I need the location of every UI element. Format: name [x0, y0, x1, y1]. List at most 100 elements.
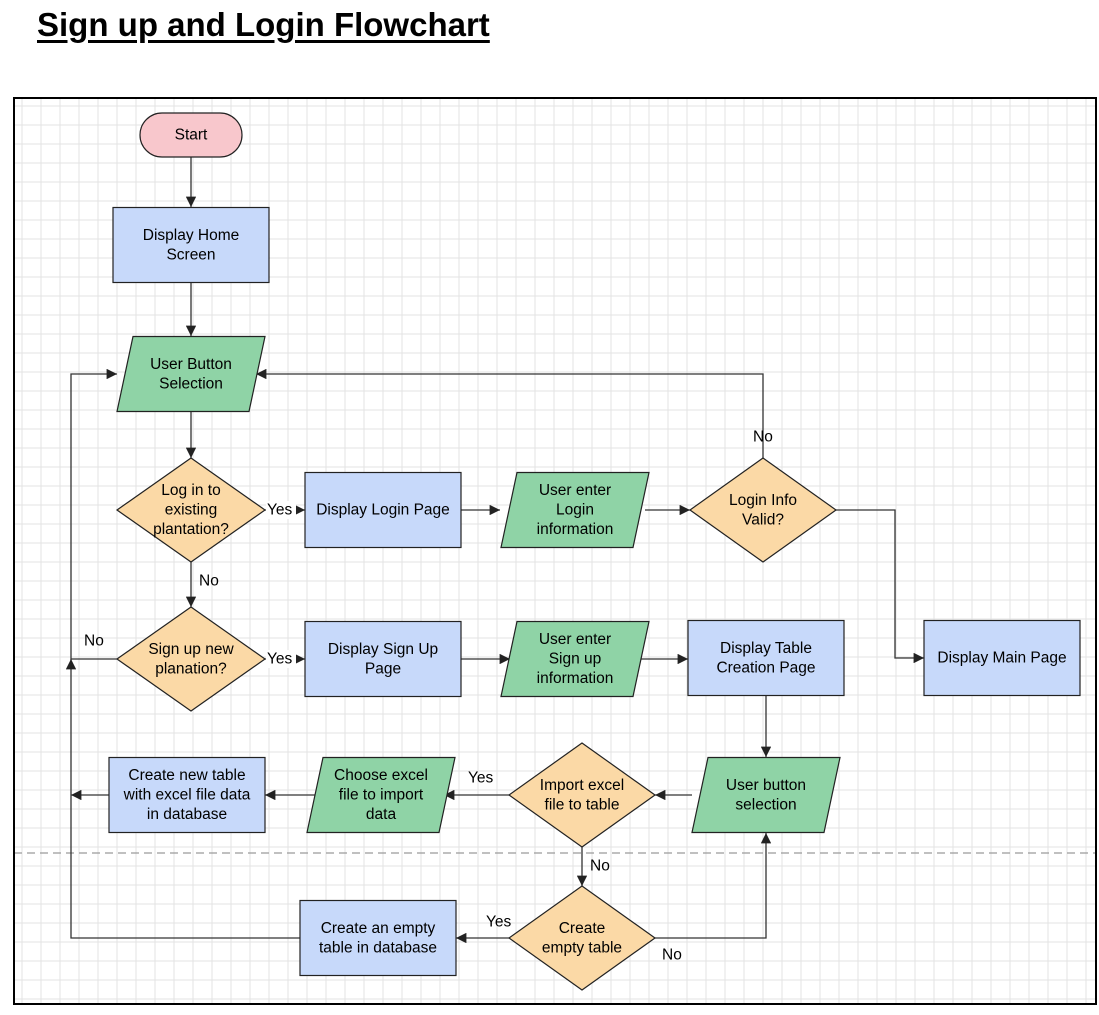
node-label: Creation Page — [716, 659, 815, 676]
process-shape — [687, 619, 845, 697]
terminator-shape — [139, 112, 243, 158]
node-label: table in database — [319, 939, 437, 956]
edge-label-valid-no: No — [753, 429, 773, 446]
edge-label-login-no: No — [199, 573, 219, 590]
edge-label-empty-no: No — [662, 947, 682, 964]
io-shape — [500, 471, 650, 549]
node-create-empty: Create empty table — [507, 885, 657, 991]
node-display-main: Display Main Page — [923, 619, 1081, 697]
node-label: Choose excel — [334, 767, 428, 784]
node-label: Create an empty — [321, 920, 436, 937]
edge-label-text: Yes — [267, 651, 293, 668]
edge-label-signup-no: No — [84, 633, 104, 650]
node-label: Import excel — [540, 777, 624, 794]
edge-label-text: Yes — [267, 502, 293, 519]
node-label: Login — [556, 502, 594, 519]
process-shape — [923, 619, 1081, 697]
process-shape — [304, 620, 462, 698]
canvas-border — [13, 97, 1097, 1005]
node-label: information — [537, 521, 614, 538]
connector-arrow — [836, 509, 924, 664]
node-label: User Button — [150, 356, 232, 373]
node-import-excel: Import excel file to table — [507, 742, 657, 848]
connector-arrow — [70, 368, 117, 660]
node-label: information — [537, 670, 614, 687]
node-label: Display Table — [720, 640, 812, 657]
connector-arrow — [65, 659, 300, 939]
edge-label-background — [266, 650, 296, 668]
node-label: data — [366, 806, 397, 823]
io-shape — [691, 756, 841, 834]
decision-shape — [688, 457, 838, 563]
node-label: Screen — [166, 246, 215, 263]
node-label: with excel file data — [123, 787, 251, 804]
node-label: planation? — [155, 660, 227, 677]
edge-label-import-no: No — [590, 858, 610, 875]
node-label: User enter — [539, 482, 611, 499]
decision-shape — [507, 742, 657, 848]
node-label: empty table — [542, 939, 622, 956]
edge-label-text: No — [662, 947, 682, 964]
node-label: Create — [559, 920, 606, 937]
node-label: plantation? — [153, 521, 229, 538]
node-signup-new: Sign up new planation? — [115, 606, 267, 712]
node-label: User enter — [539, 631, 611, 648]
node-label: Sign up — [549, 651, 602, 668]
decision-shape — [115, 606, 267, 712]
node-create-table-excel: Create new table with excel file data in d… — [108, 756, 266, 834]
edge-label-text: No — [753, 429, 773, 446]
io-shape — [500, 620, 650, 698]
node-create-empty-table: Create an empty table in database — [299, 899, 457, 977]
edge-label-background — [266, 501, 296, 519]
node-label: Login Info — [729, 492, 797, 509]
process-shape — [304, 471, 462, 549]
node-label: Sign up new — [148, 641, 234, 658]
edge-label-signup-yes: Yes — [266, 650, 296, 668]
node-label: Display Main Page — [937, 650, 1066, 667]
node-label: in database — [147, 806, 227, 823]
node-label: Valid? — [742, 511, 784, 528]
node-label: Display Login Page — [316, 502, 450, 519]
node-label: file to import — [339, 787, 424, 804]
node-label: Log in to — [161, 482, 220, 499]
edge-label-import-yes: Yes — [468, 770, 494, 787]
edge-label-text: No — [590, 858, 610, 875]
node-start: Start — [139, 112, 243, 158]
node-label: existing — [165, 502, 218, 519]
node-label: file to table — [545, 796, 620, 813]
node-label: Display Sign Up — [328, 641, 438, 658]
io-shape — [116, 335, 266, 413]
edge-label-text: Yes — [486, 914, 512, 931]
edge-label-text: No — [84, 633, 104, 650]
node-choose-excel: Choose excel file to import data — [306, 756, 456, 834]
edge-label-text: No — [199, 573, 219, 590]
decision-shape — [507, 885, 657, 991]
process-shape — [108, 756, 266, 834]
node-display-login: Display Login Page — [304, 471, 462, 549]
node-label: Start — [175, 127, 208, 144]
process-shape — [299, 899, 457, 977]
connector-arrow — [255, 368, 764, 458]
decision-shape — [115, 457, 267, 563]
edge-label-empty-yes: Yes — [486, 914, 512, 931]
node-label: Display Home — [143, 227, 239, 244]
node-label: Selection — [159, 375, 223, 392]
process-shape — [112, 206, 270, 284]
connector-arrow — [655, 833, 772, 939]
edge-label-text: Yes — [468, 770, 494, 787]
node-login-existing: Log in to existing plantation? — [115, 457, 267, 563]
connectors — [65, 157, 924, 944]
node-label: User button — [726, 777, 806, 794]
page-title: Sign up and Login Flowchart — [37, 6, 490, 43]
node-label: Create new table — [128, 767, 245, 784]
